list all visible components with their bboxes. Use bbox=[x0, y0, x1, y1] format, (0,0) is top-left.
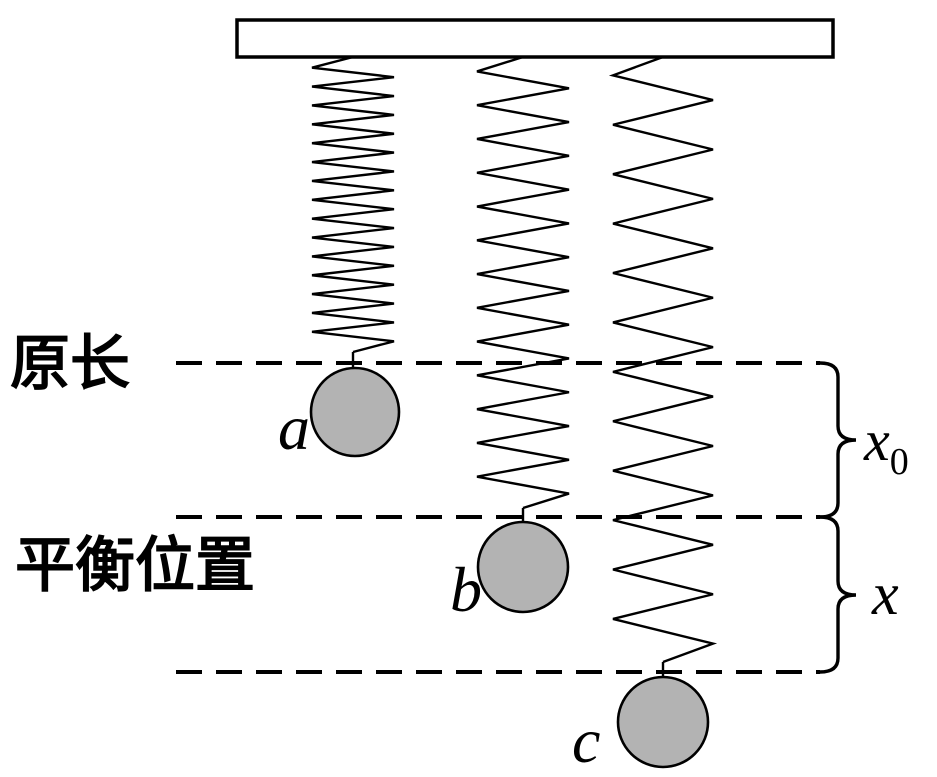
brace-x0 bbox=[818, 361, 857, 519]
spring-a bbox=[311, 55, 395, 354]
ball-a bbox=[309, 366, 401, 458]
equilibrium-label: 平衡位置 bbox=[15, 532, 255, 599]
x0-subscript: 0 bbox=[890, 441, 909, 483]
brace-x bbox=[818, 515, 857, 674]
natural-length-label: 原长 bbox=[10, 330, 130, 397]
x-label: x bbox=[871, 561, 899, 627]
x0-label: x0 bbox=[863, 408, 909, 483]
spring-b bbox=[476, 55, 570, 510]
x0-base: x bbox=[863, 408, 890, 473]
ball-c bbox=[616, 675, 710, 769]
ceiling-support bbox=[235, 18, 835, 59]
ball-b-label: b bbox=[450, 554, 482, 625]
spring-c bbox=[608, 55, 718, 664]
ball-b bbox=[476, 520, 570, 614]
ball-c-label: c bbox=[572, 705, 600, 776]
ball-a-label: a bbox=[278, 392, 310, 463]
